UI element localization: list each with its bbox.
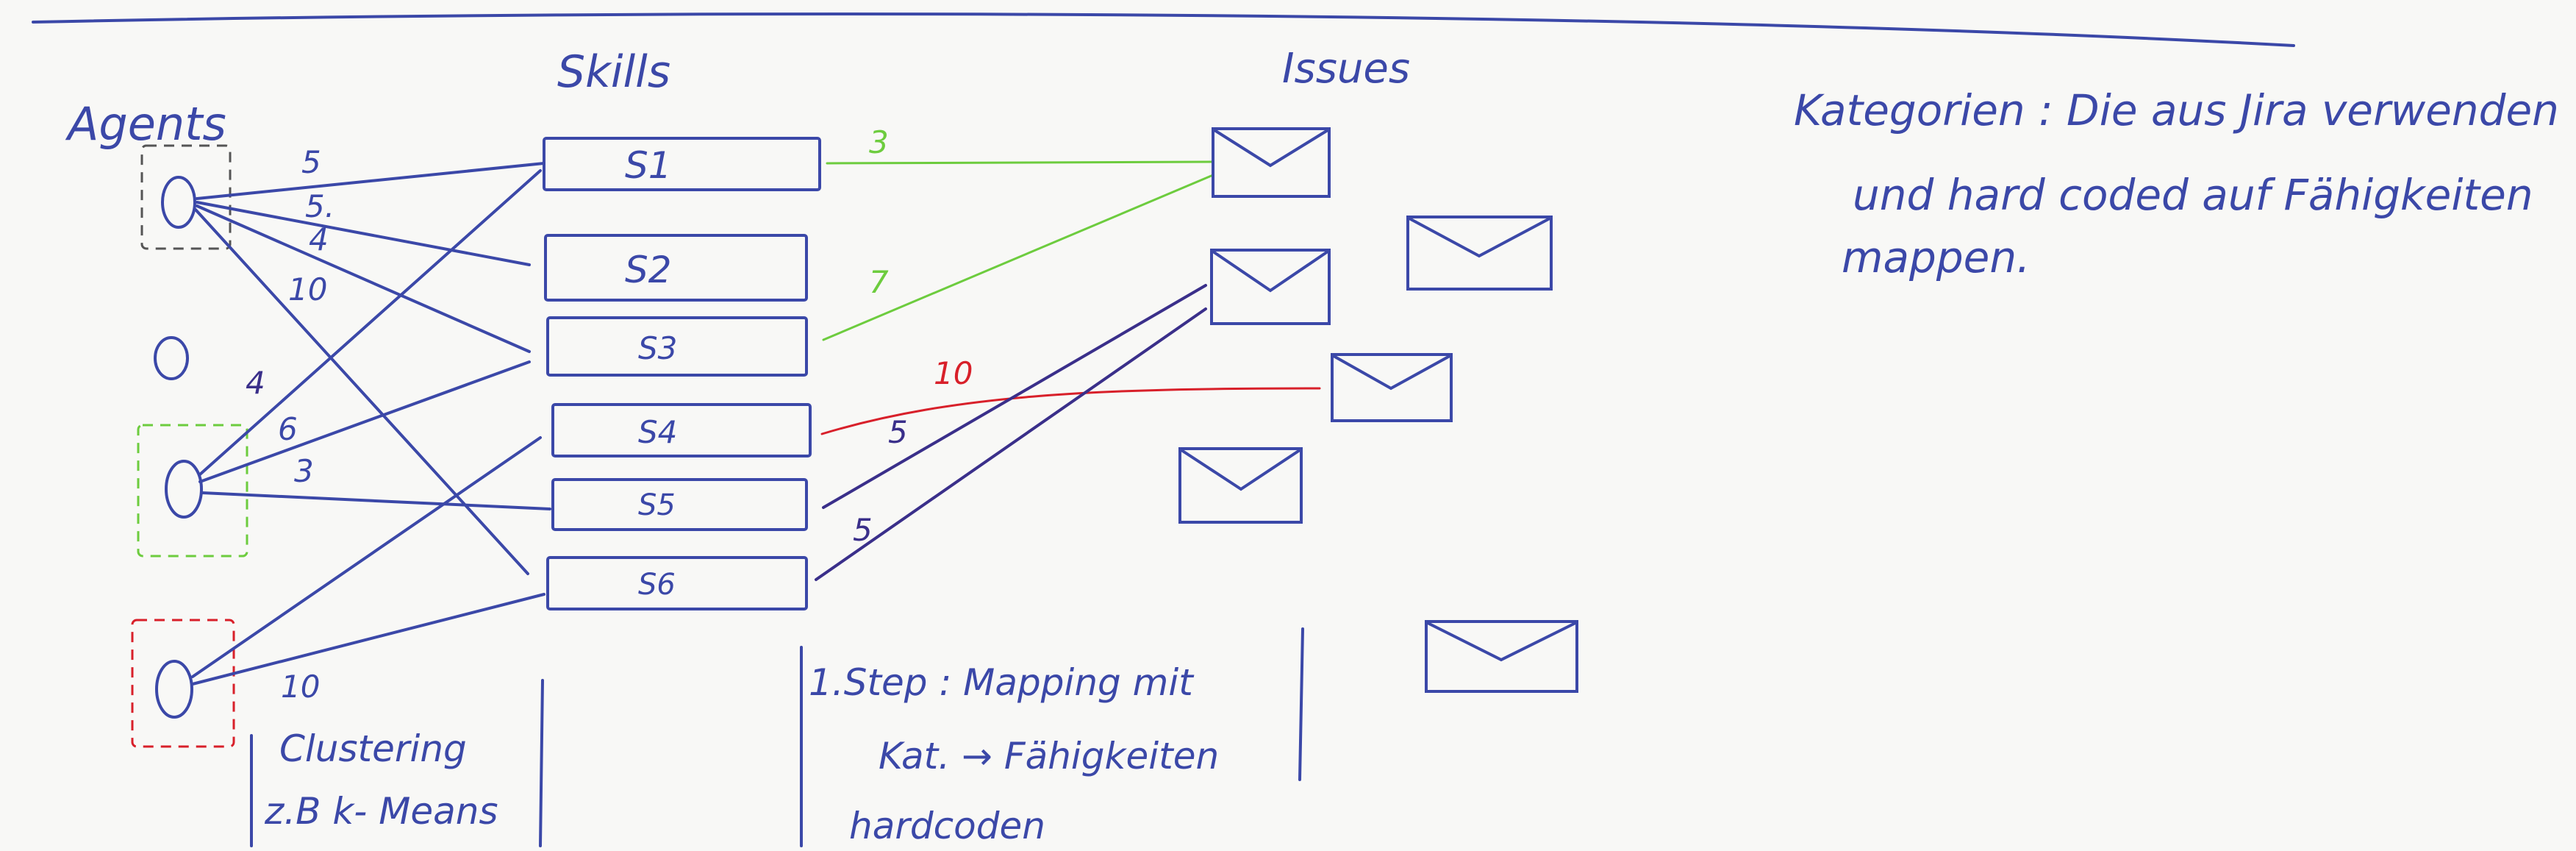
edge-a1-s3	[196, 204, 531, 353]
weight-s6-issue2: 5	[853, 512, 873, 548]
categories-line-3: mappen.	[1842, 232, 2031, 282]
categories-line-1: Kategorien : Die aus Jira verwenden	[1794, 85, 2559, 135]
issue-envelope-3	[1331, 353, 1453, 422]
weight-a1-s6: 10	[288, 271, 327, 307]
edge-s6-issue2	[815, 307, 1207, 581]
weight-a1-s1: 5	[301, 144, 321, 180]
step-line-3: hardcoden	[849, 805, 1045, 847]
weight-s3-issue1: 7	[869, 264, 889, 300]
issue-envelope-1	[1212, 127, 1331, 198]
skill-box-4: S4	[551, 403, 812, 457]
edge-a1-s1	[196, 162, 545, 200]
skills-header: Skills	[557, 46, 670, 98]
skill-box-2: S2	[544, 234, 808, 302]
weight-a3-s5: 3	[294, 453, 314, 489]
skill-box-6: S6	[546, 556, 808, 610]
edge-a4-s6	[191, 593, 545, 686]
skill-label-4: S4	[638, 414, 677, 450]
weight-s1-issue1: 3	[869, 124, 889, 160]
skill-label-6: S6	[638, 568, 676, 602]
categories-line-2: und hard coded auf Fähigkeiten	[1853, 170, 2533, 220]
edge-a4-s4	[191, 436, 542, 678]
agent-node-1	[161, 176, 196, 229]
agent-node-4	[155, 660, 193, 719]
skill-label-5: S5	[638, 488, 676, 522]
clustering-line-1: Clustering	[279, 727, 467, 770]
issue-envelope-4	[1178, 447, 1303, 524]
weight-a4-s6: 10	[281, 669, 320, 705]
step-line-2: Kat. → Fähigkeiten	[879, 735, 1219, 777]
weight-cross-out: 4	[246, 365, 265, 401]
weight-s4-issue3: 10	[934, 355, 973, 391]
edge-a1-s6	[194, 208, 529, 575]
skill-box-3: S3	[546, 316, 808, 377]
skill-label-1: S1	[625, 144, 672, 187]
weight-s5-issue2: 5	[888, 414, 908, 450]
top-rule	[32, 13, 2295, 47]
skill-label-3: S3	[638, 330, 677, 366]
skill-box-1: S1	[543, 137, 821, 191]
issue-envelope-2	[1210, 249, 1331, 325]
issue-envelope-5	[1406, 216, 1553, 291]
edge-s5-issue2	[822, 284, 1207, 509]
skill-box-5: S5	[551, 478, 808, 531]
agents-header: Agents	[65, 97, 226, 151]
issue-envelope-6	[1425, 620, 1578, 693]
edge-s1-issue1	[826, 160, 1213, 165]
weight-a1-s2: 5.	[305, 188, 334, 224]
edge-s4-issue3	[820, 387, 1321, 435]
edge-a3-s3	[198, 360, 531, 483]
edge-a3-s1	[198, 169, 542, 476]
agent-node-3	[165, 460, 203, 519]
skill-label-2: S2	[625, 249, 672, 291]
step-line-1: 1.Step : Mapping mit	[809, 661, 1195, 704]
clustering-line-2: z.B k- Means	[264, 790, 498, 833]
clustering-bracket-right	[539, 679, 544, 847]
agent-3-dashed-box	[137, 424, 248, 558]
agent-1-dashed-box	[140, 144, 232, 250]
agent-4-dashed-box	[131, 619, 235, 748]
issues-header: Issues	[1282, 45, 1410, 93]
weight-a3-s1: 6	[278, 411, 298, 447]
edge-a1-s2	[196, 201, 531, 266]
edge-s3-issue1	[822, 174, 1214, 341]
agent-node-2	[154, 336, 189, 380]
weight-a1-s3: 4	[309, 221, 329, 257]
step-bracket-right	[1298, 627, 1304, 781]
edge-a3-s5	[201, 491, 551, 510]
